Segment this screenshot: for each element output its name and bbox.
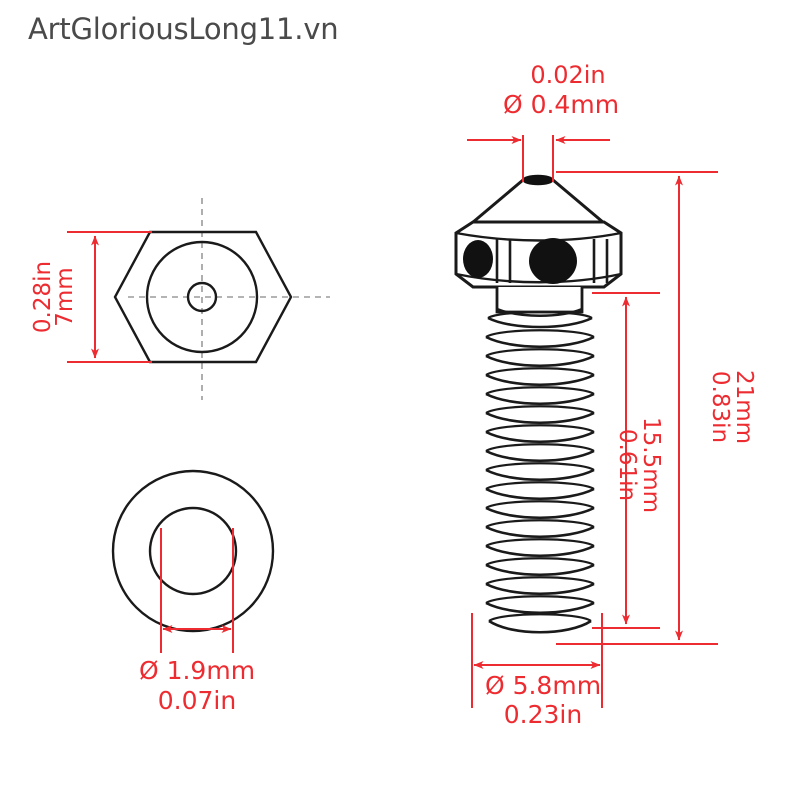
thread-turn: [485, 373, 595, 386]
bore-dim-inch-label: 0.07in: [158, 686, 236, 715]
hex-large-circle: [145, 240, 259, 354]
bore-dim-metric-label: Ø 1.9mm: [139, 656, 255, 685]
thread-turn: [485, 329, 595, 338]
thread-turn: [485, 506, 595, 519]
thread-turn: [485, 335, 595, 348]
overall-dim-inch-label: 0.83in: [707, 371, 733, 443]
thread-dim-inch-label: 0.61in: [614, 429, 640, 501]
thread-turn: [485, 443, 595, 452]
nozzle-tip-orifice: [522, 174, 554, 186]
thread-turn: [485, 525, 595, 538]
thread-dia-metric-label: Ø 5.8mm: [485, 671, 601, 700]
thread-turn: [485, 563, 595, 576]
thread-turn: [485, 481, 595, 490]
hex-flat-hole-left: [463, 240, 493, 278]
dimension-overall-length: 0.83in 21mm: [556, 171, 757, 645]
thread-turn: [485, 405, 595, 414]
thread-turn: [485, 462, 595, 471]
hex-flat-hole-center: [529, 238, 577, 284]
thread-turn: [485, 392, 595, 405]
hex-bore-circle: [186, 281, 218, 313]
thread-dim-metric-label: 15.5mm: [638, 417, 664, 513]
thread-turn: [485, 430, 595, 443]
thread-turn: [485, 411, 595, 424]
nozzle-shank: [495, 287, 584, 314]
threaded-shank: [485, 310, 595, 634]
nozzle-cone-tip: [467, 178, 609, 225]
overall-dim-metric-label: 21mm: [731, 370, 757, 444]
thread-turn: [485, 487, 595, 500]
hex-dim-inch-label: 0.28in: [30, 261, 56, 333]
thread-turn: [485, 544, 595, 557]
dimension-inner-bore: Ø 1.9mm 0.07in: [139, 528, 255, 715]
bore-outer-circle: [111, 469, 275, 633]
thread-turn: [485, 582, 595, 595]
dimension-hex-across-flats: 7mm 0.28in: [30, 231, 152, 363]
thread-dia-inch-label: 0.23in: [504, 700, 582, 729]
thread-turn: [487, 316, 593, 329]
thread-turn: [488, 613, 592, 622]
hex-top-view: [113, 198, 330, 400]
thread-turn: [485, 500, 595, 509]
hex-head-top-chamfer: [455, 231, 622, 242]
hex-dim-metric-label: 7mm: [52, 267, 78, 326]
tip-dim-inch-label: 0.02in: [530, 61, 605, 89]
thread-turn: [485, 354, 595, 367]
thread-turn: [488, 619, 592, 634]
thread-turn: [485, 557, 595, 566]
thread-turn: [485, 601, 595, 614]
thread-turn: [485, 595, 595, 604]
watermark-text: ArtGloriousLong11.vn: [28, 12, 339, 46]
thread-turn: [485, 424, 595, 433]
thread-turn: [485, 367, 595, 376]
dimension-thread-length: 0.61in 15.5mm: [592, 292, 664, 629]
dimension-tip-bore: 0.02in Ø 0.4mm: [467, 61, 619, 182]
thread-turn: [485, 519, 595, 528]
thread-turn: [485, 449, 595, 462]
bore-bottom-view: [111, 469, 275, 633]
thread-turn: [487, 310, 593, 319]
thread-turn: [485, 468, 595, 481]
nozzle-shank-bottom-arc: [496, 307, 583, 317]
bore-inner-circle: [148, 506, 238, 596]
thread-turn: [485, 386, 595, 395]
hexagon-outline: [113, 230, 293, 364]
thread-turn: [485, 576, 595, 585]
dimension-thread-diameter: Ø 5.8mm 0.23in: [471, 613, 603, 729]
thread-turn: [485, 538, 595, 547]
nozzle-side-view: [454, 174, 623, 634]
thread-turn: [485, 348, 595, 357]
tip-dim-metric-label: Ø 0.4mm: [503, 90, 619, 119]
